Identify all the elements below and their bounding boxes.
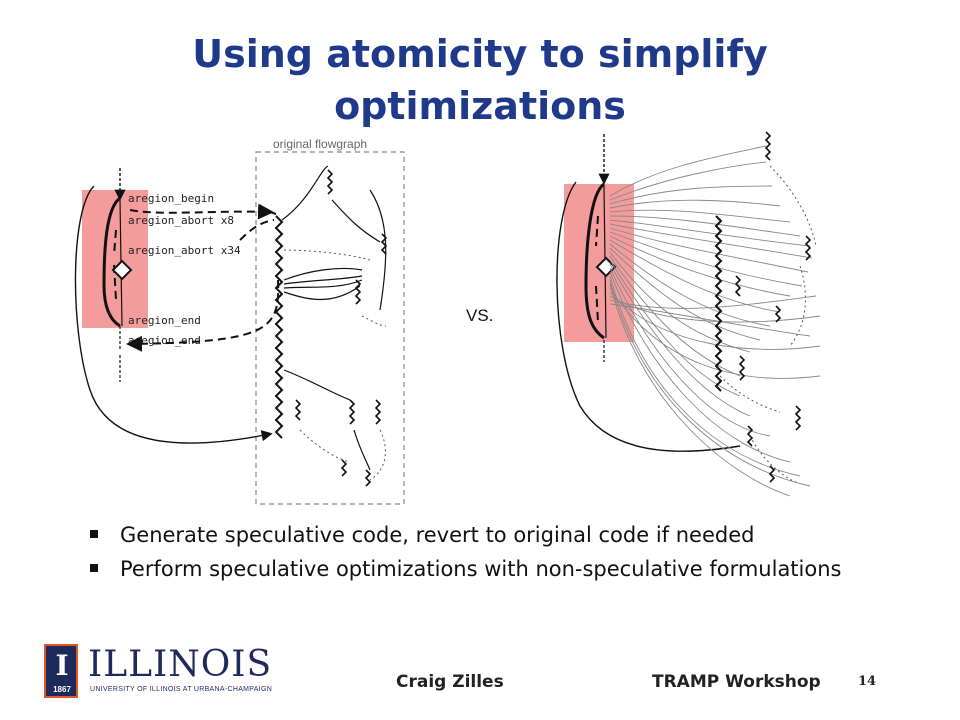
atomic-region-diagram: original flowgraph aregion_begin aregion…	[74, 137, 405, 505]
label-aregion-abort-x34: aregion_abort x34	[128, 244, 241, 257]
original-flowgraph-box	[255, 151, 405, 505]
footer-author: Craig Zilles	[396, 672, 504, 692]
label-aregion-begin: aregion_begin	[128, 192, 214, 205]
bullet-square-icon	[90, 564, 98, 572]
original-flowgraph-label: original flowgraph	[273, 137, 367, 151]
vs-label: VS.	[466, 306, 494, 325]
atomic-region-highlight	[82, 190, 148, 328]
page-number: 14	[858, 674, 877, 689]
bullet-item: Generate speculative code, revert to ori…	[86, 520, 866, 550]
logo-subtitle: UNIVERSITY OF ILLINOIS AT URBANA-CHAMPAI…	[90, 686, 273, 693]
speculative-flowgraph-diagram	[556, 131, 821, 497]
slide-title: Using atomicity to simplify optimization…	[120, 28, 840, 132]
title-line-1: Using atomicity to simplify	[192, 32, 768, 76]
logo-wordmark: ILLINOIS	[88, 644, 273, 685]
illinois-block-i-icon: I 1867	[44, 644, 78, 698]
footer-event: TRAMP Workshop	[652, 672, 821, 692]
speculative-region-highlight	[564, 184, 634, 342]
label-aregion-end-2: aregion_end	[128, 334, 201, 347]
bullet-square-icon	[90, 530, 98, 538]
logo-year: 1867	[53, 685, 71, 694]
title-line-2: optimizations	[334, 84, 626, 128]
label-aregion-end-1: aregion_end	[128, 314, 201, 327]
logo-letter: I	[55, 649, 69, 682]
label-aregion-abort-x8: aregion_abort x8	[128, 214, 234, 227]
bullet-item: Perform speculative optimizations with n…	[86, 554, 866, 584]
bullet-list: Generate speculative code, revert to ori…	[86, 520, 866, 588]
illinois-logo: I 1867 ILLINOIS UNIVERSITY OF ILLINOIS A…	[44, 644, 274, 700]
bullet-text: Perform speculative optimizations with n…	[120, 557, 842, 581]
bullet-text: Generate speculative code, revert to ori…	[120, 523, 755, 547]
